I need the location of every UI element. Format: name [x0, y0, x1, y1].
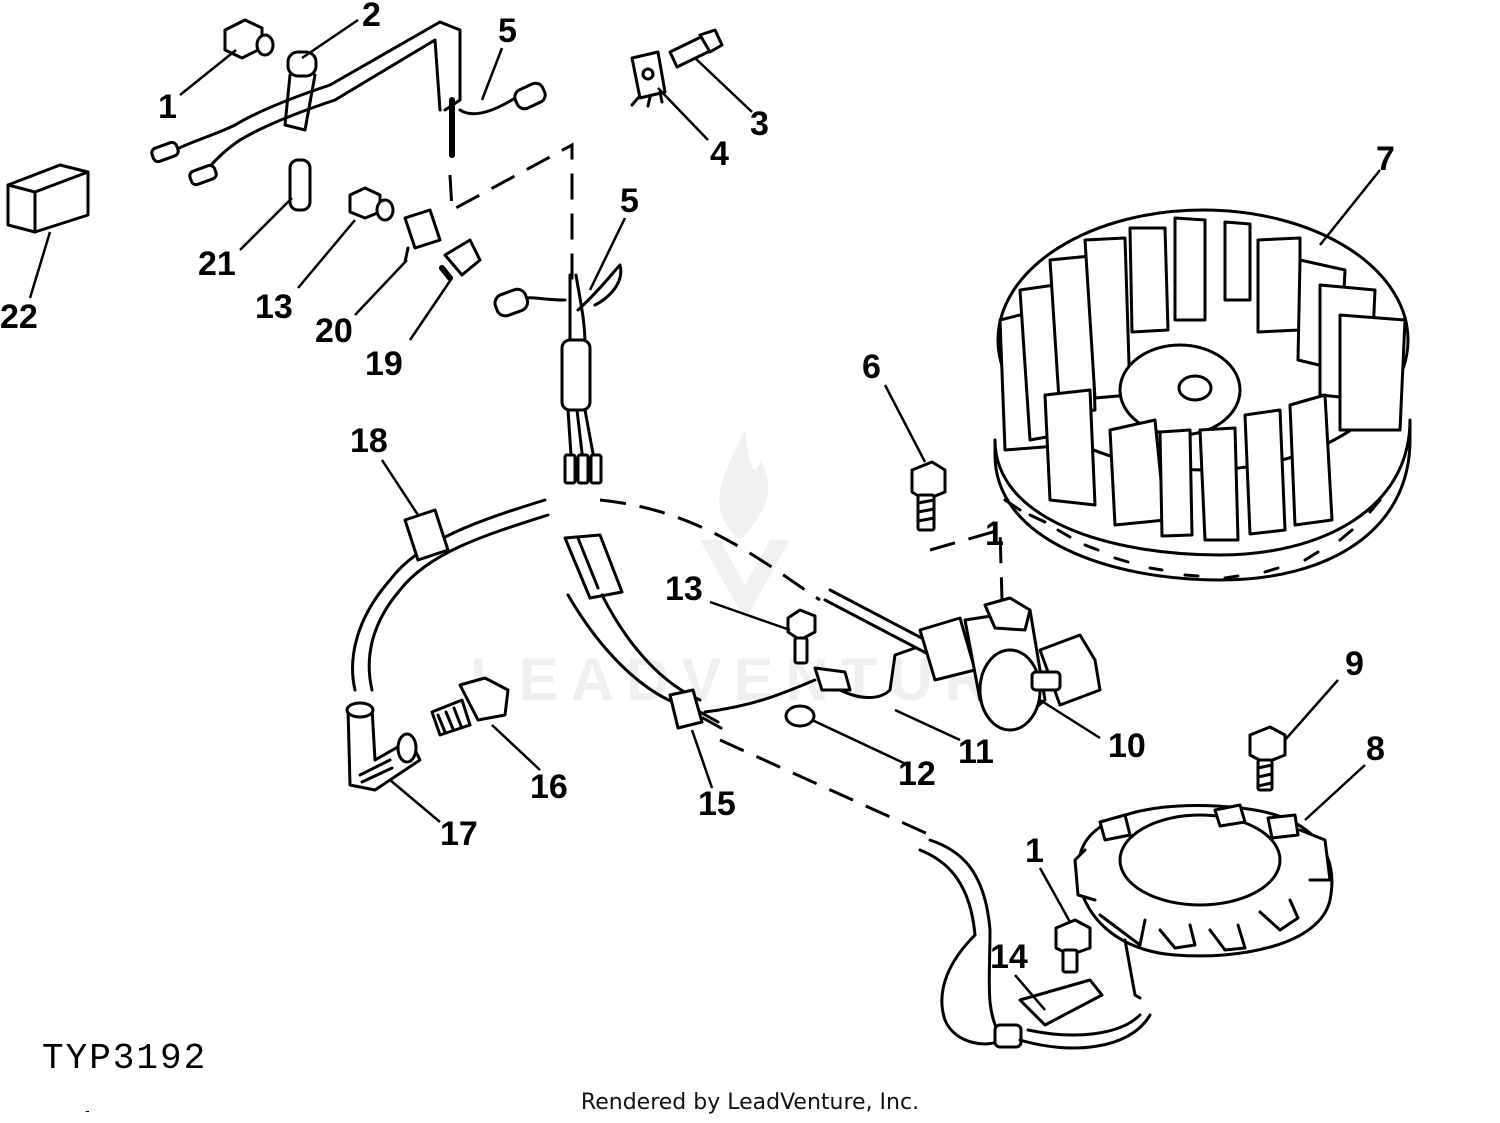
part-1-bolt	[1054, 918, 1092, 974]
part-1-nut	[223, 18, 275, 60]
part-10-ignition-coil	[823, 588, 1102, 732]
callout-3: 3	[750, 105, 769, 143]
callout-20: 20	[315, 312, 353, 350]
part-8-stator	[1073, 803, 1334, 1000]
part-16-fitting	[430, 676, 510, 737]
callout-10: 10	[1108, 727, 1146, 765]
part-19-bracket	[439, 238, 482, 281]
part-13-screw	[786, 608, 817, 665]
part-18-line	[351, 498, 550, 692]
callout-19: 19	[365, 345, 403, 383]
part-5-harness	[493, 263, 623, 485]
part-22-block	[6, 163, 90, 234]
callout-1-coil: 1	[985, 515, 1004, 553]
part-9-bolt	[1248, 725, 1287, 792]
callout-1-bottom: 1	[1025, 832, 1044, 870]
callout-5-top: 5	[498, 12, 517, 50]
part-7-flywheel	[993, 208, 1412, 582]
callout-14: 14	[990, 938, 1028, 976]
part-3-bolt	[668, 28, 724, 69]
callout-12: 12	[898, 755, 936, 793]
part-13-nut	[348, 186, 395, 222]
callout-4: 4	[710, 135, 729, 173]
part-21-pin	[288, 158, 312, 212]
part-6-bolt	[910, 460, 947, 532]
part-4-bracket	[630, 50, 667, 108]
callout-16: 16	[530, 768, 568, 806]
leader-lines	[28, 18, 1381, 1011]
callout-6: 6	[862, 348, 881, 386]
part-14-ground	[918, 838, 1152, 1050]
callout-22: 22	[0, 298, 38, 336]
callout-15: 15	[698, 785, 736, 823]
callout-13-mid: 13	[665, 570, 703, 608]
callout-8: 8	[1366, 730, 1385, 768]
callout-7: 7	[1376, 140, 1395, 178]
callout-13-top: 13	[255, 288, 293, 326]
callout-17: 17	[440, 815, 478, 853]
diagram-code: TYP3192	[42, 1038, 207, 1079]
part-2-harness	[150, 20, 547, 187]
callout-1-top: 1	[158, 88, 177, 126]
part-20-clip	[403, 208, 442, 264]
part-17-elbow	[345, 701, 422, 792]
part-15-wire-loom	[563, 533, 723, 730]
callout-2: 2	[362, 0, 381, 34]
callout-11: 11	[958, 733, 994, 771]
callout-9: 9	[1345, 645, 1364, 683]
callout-18: 18	[350, 422, 388, 460]
corner-mark: -	[85, 1102, 90, 1118]
callout-5-mid: 5	[620, 182, 639, 220]
footer-credit: Rendered by LeadVenture, Inc.	[580, 1090, 920, 1115]
dashed-connectors	[448, 142, 1004, 837]
callout-21: 21	[198, 245, 236, 283]
callout-numbers: 1 2 3 4 5 5 6 7 8 9 10 11 12 13 13 14 15…	[0, 0, 1395, 976]
part-11-ground-wire	[703, 646, 917, 728]
